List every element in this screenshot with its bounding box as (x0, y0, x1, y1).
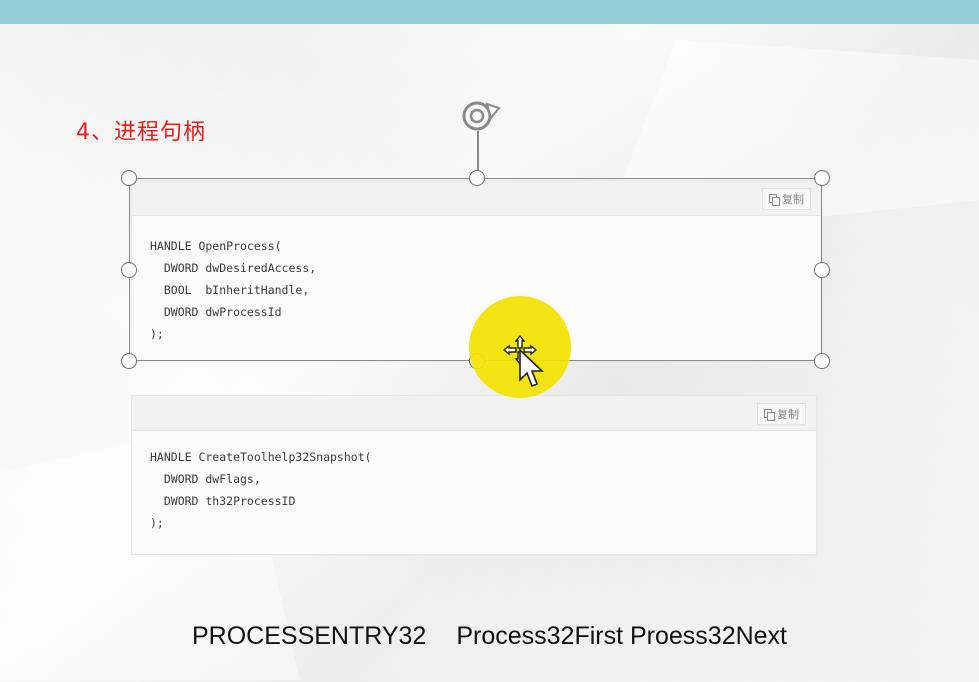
code-text: HANDLE OpenProcess( DWORD dwDesiredAcces… (150, 239, 317, 341)
resize-handle-bottom-left[interactable] (121, 353, 137, 369)
code-block-header: 复制 (132, 181, 821, 216)
resize-handle-top-right[interactable] (814, 170, 830, 186)
copy-button[interactable]: 复制 (762, 188, 811, 210)
code-block-header: 复制 (132, 396, 816, 431)
code-block-openprocess[interactable]: 复制 HANDLE OpenProcess( DWORD dwDesiredAc… (131, 180, 822, 361)
rotate-icon[interactable] (457, 96, 501, 136)
slide-top-bar (0, 0, 979, 24)
resize-handle-bottom-center[interactable] (469, 353, 485, 369)
copy-button-label: 复制 (777, 408, 799, 421)
copy-icon (769, 194, 780, 206)
caption-part2: Process32First Proess32Next (456, 622, 788, 650)
bottom-caption: PROCESSENTRY32 Process32First Proess32Ne… (0, 622, 979, 651)
resize-handle-middle-right[interactable] (814, 262, 830, 278)
copy-icon (764, 409, 775, 421)
copy-button-label: 复制 (782, 193, 804, 206)
resize-handle-middle-left[interactable] (121, 262, 137, 278)
resize-handle-top-center[interactable] (469, 170, 485, 186)
resize-handle-bottom-right[interactable] (814, 353, 830, 369)
code-block-createtoolhelp[interactable]: 复制 HANDLE CreateToolhelp32Snapshot( DWOR… (131, 395, 817, 555)
code-text: HANDLE CreateToolhelp32Snapshot( DWORD d… (150, 450, 372, 530)
caption-part1: PROCESSENTRY32 (191, 622, 427, 650)
resize-handle-top-left[interactable] (121, 170, 137, 186)
rotate-handle-stem (477, 131, 479, 178)
copy-button[interactable]: 复制 (757, 403, 806, 425)
slide-title: 4、进程句柄 (76, 120, 206, 145)
